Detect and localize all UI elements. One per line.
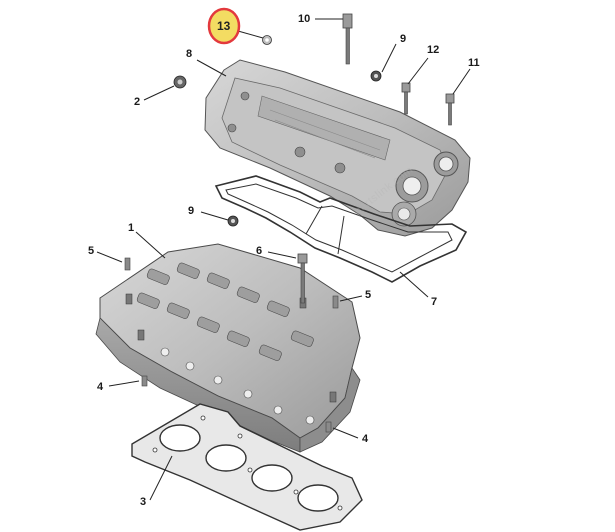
callout-6[interactable]: 6 (256, 245, 263, 257)
leader-5-right (339, 295, 363, 302)
bolt-12 (401, 82, 411, 115)
leader-lines (96, 18, 471, 501)
callout-5-left[interactable]: 5 (88, 245, 95, 257)
stud-5-right (332, 295, 339, 309)
callout-1[interactable]: 1 (128, 222, 135, 234)
seal-9-lower (227, 215, 239, 227)
head-gasket (131, 403, 363, 531)
stud-4-right (325, 421, 332, 433)
callout-9-lower[interactable]: 9 (188, 205, 195, 217)
bolt-6 (297, 253, 308, 304)
bolt-10 (342, 13, 353, 65)
callout-8[interactable]: 8 (186, 48, 193, 60)
leader-9-lower (200, 211, 229, 221)
callout-13[interactable]: 13 (217, 19, 231, 33)
callout-5-right[interactable]: 5 (365, 289, 372, 301)
callout-3[interactable]: 3 (140, 496, 147, 508)
leader-13 (237, 30, 264, 39)
callout-10[interactable]: 10 (298, 13, 311, 25)
bolt-11 (445, 93, 455, 126)
leader-3 (149, 455, 173, 501)
seal-9-upper (370, 70, 382, 82)
cylinder-head (95, 243, 361, 453)
leader-1 (135, 231, 166, 259)
leader-2 (143, 85, 175, 101)
valve-cover (204, 59, 471, 237)
leader-8 (196, 59, 227, 77)
leader-9-upper (381, 43, 397, 73)
callout-9-upper[interactable]: 9 (400, 33, 407, 45)
highlight-ring (207, 7, 241, 45)
leader-12 (407, 57, 429, 85)
leader-5-left (96, 251, 123, 263)
valve-cover-gasket (214, 175, 468, 283)
seal-2 (173, 75, 187, 89)
callout-11[interactable]: 11 (468, 57, 480, 69)
callout-12[interactable]: 12 (427, 44, 440, 56)
leader-7 (399, 271, 429, 298)
leader-6 (267, 251, 297, 259)
leader-4-left (108, 380, 140, 387)
callout-2[interactable]: 2 (134, 96, 141, 108)
leader-11 (452, 68, 471, 95)
callout-4-right[interactable]: 4 (362, 433, 369, 445)
callout-4-left[interactable]: 4 (97, 381, 104, 393)
callout-7[interactable]: 7 (431, 296, 438, 308)
stud-5-left (124, 257, 131, 271)
leader-4-right (332, 427, 359, 439)
stud-4-left (141, 375, 148, 387)
washer-13 (262, 35, 272, 45)
